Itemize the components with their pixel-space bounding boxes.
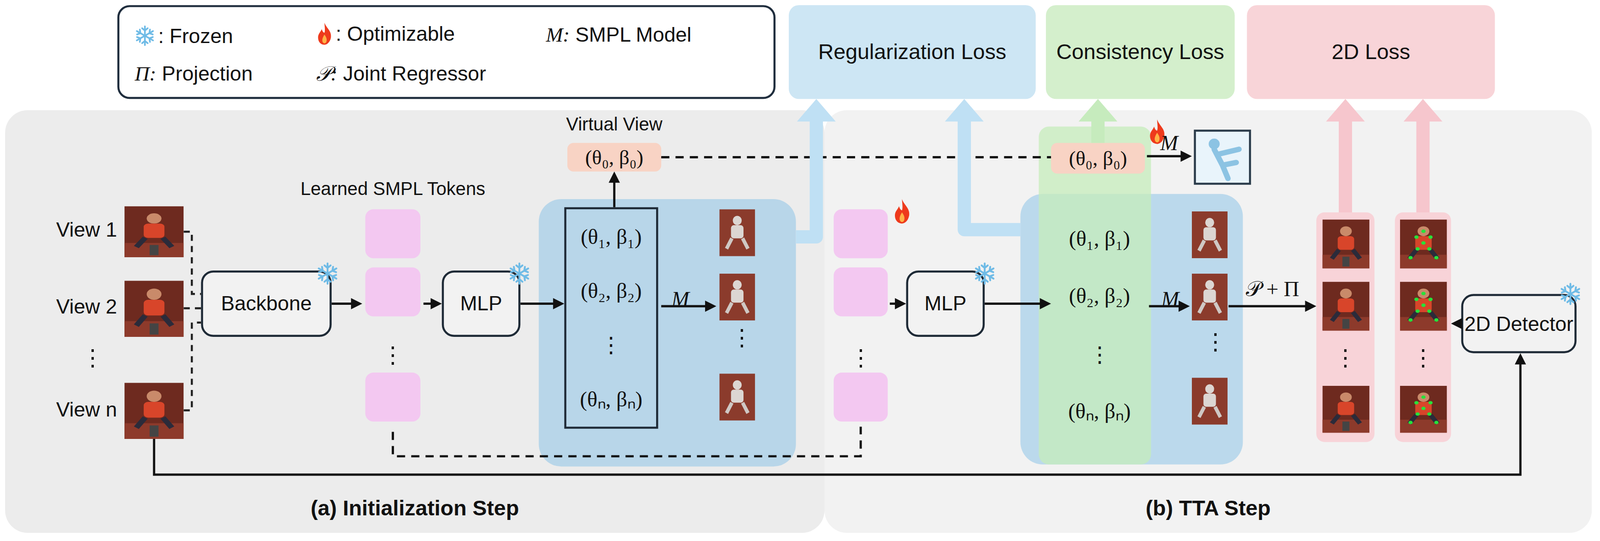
legend-text: 𝒫: Joint Regressor xyxy=(316,62,486,86)
node-text: (θ₂, β₂) xyxy=(1068,284,1131,309)
node-text: (a) Initialization Step xyxy=(5,495,825,521)
param-list: (θ₁, β₁) (θ₂, β₂) ⋮ (θₙ, βₙ) xyxy=(1050,210,1148,440)
token-column: Learned SMPL Tokens⋮ xyxy=(362,178,424,432)
ellipsis: ⋮ xyxy=(1204,328,1227,356)
node-text: (θ₀, β₀) xyxy=(585,145,644,169)
ellipsis: ⋮ xyxy=(81,344,104,372)
node-text: M xyxy=(671,286,690,312)
view-label: View 1 xyxy=(56,218,118,242)
node-text: Consistency Loss xyxy=(1056,39,1225,65)
loss-box: Regularization Loss xyxy=(788,5,1036,99)
ellipsis: ⋮ xyxy=(730,324,754,351)
legend-text: M: SMPL Model xyxy=(545,23,692,47)
node-text: (θₙ, βₙ) xyxy=(1068,398,1132,424)
legend-box: : Frozen : Optimizable M: SMPL Model Π: Pro… xyxy=(117,5,776,99)
loss-box: 2D Loss xyxy=(1246,5,1495,99)
process-box: 2D Detector xyxy=(1461,293,1577,353)
legend-item: Π: Projection xyxy=(134,62,253,86)
node-text: (θ₂, β₂) xyxy=(580,278,642,303)
node-text: Backbone xyxy=(220,291,312,316)
node-text: MLP xyxy=(924,291,967,316)
step-panel: (b) TTA Step (θ₀, β₀) ⋮ MLP M (θ₁, β₁) (θ₂, β₂… xyxy=(824,110,1592,533)
legend-item: M: SMPL Model xyxy=(545,23,692,47)
virtual-view-box: Virtual View(θ₀, β₀) xyxy=(567,142,662,172)
process-box: MLP xyxy=(441,270,521,337)
node-text: ⋮ xyxy=(600,332,622,358)
node-text: M xyxy=(1161,286,1180,312)
view-label: View n xyxy=(56,398,118,422)
step-panel: (a) Initialization Step Backbone Learned S… xyxy=(5,110,825,533)
node-text: (b) TTA Step xyxy=(824,495,1592,521)
node-text: Learned SMPL Tokens xyxy=(300,178,486,200)
image-column: ⋮ xyxy=(1395,212,1452,442)
node-text: ⋮ xyxy=(1316,344,1375,371)
node-text: MLP xyxy=(460,291,503,316)
legend-text: : Frozen xyxy=(158,23,234,48)
legend-item: : Frozen xyxy=(133,23,233,49)
legend-text: : Optimizable xyxy=(335,21,455,46)
param-list: (θ₁, β₁) (θ₂, β₂) ⋮ (θₙ, βₙ) xyxy=(564,207,658,429)
node-text: ⋮ xyxy=(362,341,424,368)
image-column: ⋮ xyxy=(1316,212,1375,442)
model-symbol: M xyxy=(1160,130,1179,157)
node-text: (θ₀, β₀) xyxy=(1068,146,1127,170)
process-box: MLP xyxy=(905,270,985,337)
edge-label: 𝒫 + Π xyxy=(1245,276,1300,302)
node-text: ⋮ xyxy=(831,344,890,371)
node-text: (θ₁, β₁) xyxy=(580,224,642,249)
loss-box: Consistency Loss xyxy=(1045,5,1235,99)
node-text: (θₙ, βₙ) xyxy=(580,387,643,412)
node-text: 2D Loss xyxy=(1331,39,1411,65)
node-text: Regularization Loss xyxy=(818,39,1007,65)
frozen-icon xyxy=(133,23,157,49)
view-label: View 2 xyxy=(56,295,118,319)
token-column: ⋮ xyxy=(831,207,890,427)
legend-item: 𝒫: Joint Regressor xyxy=(316,62,486,86)
param-box: (θ₀, β₀) xyxy=(1050,142,1145,174)
node-text: 2D Detector xyxy=(1464,311,1574,335)
legend-item: : Optimizable xyxy=(315,21,455,47)
legend-text: Π: Projection xyxy=(134,62,253,86)
node-text: Virtual View xyxy=(565,114,663,136)
node-text: ⋮ xyxy=(1395,344,1452,371)
node-text: ⋮ xyxy=(1088,341,1111,367)
optimizable-icon xyxy=(315,21,334,47)
param-band: M (θ₁, β₁) (θ₂, β₂) ⋮ (θₙ, βₙ) xyxy=(538,199,797,467)
process-box: Backbone xyxy=(200,270,332,337)
node-text: (θ₁, β₁) xyxy=(1068,226,1131,252)
